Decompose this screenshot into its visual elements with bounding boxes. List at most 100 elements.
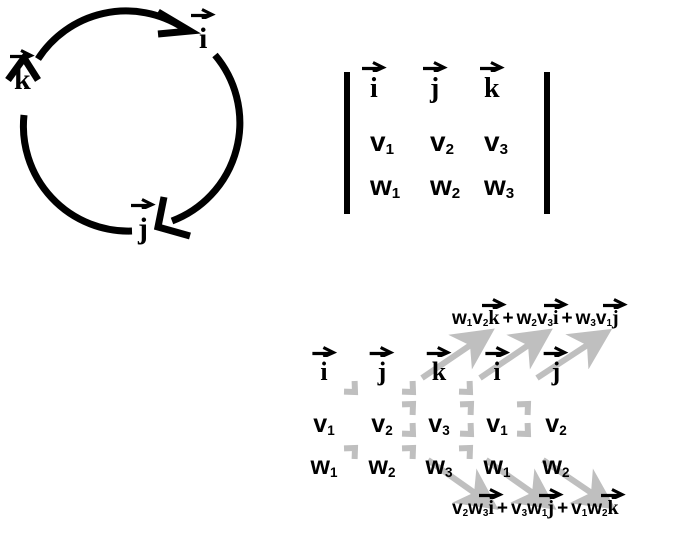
sarrus-cell-r1c4: i: [484, 346, 510, 387]
formula-bottom-term3-f1-subscript: 1: [581, 508, 588, 520]
arrow-hat-icon: [422, 61, 448, 72]
determinant-cell-r3c2: w2: [430, 170, 460, 202]
cycle-label-j: j: [131, 198, 156, 246]
determinant-cell-r2c3: v3: [484, 126, 508, 159]
determinant-cell-r3c3-subscript: 3: [505, 185, 515, 203]
formula-top-term1-f1-subscript: 1: [466, 318, 473, 330]
sarrus-cell-r3c2: w2: [369, 452, 396, 481]
determinant-cell-r3c2: w2: [430, 170, 461, 203]
sarrus-cell-r3c2-subscript: 2: [387, 464, 396, 480]
up-diagonal-chevron-0-b: [401, 400, 417, 416]
up-diagonal-chevron-2-a: [458, 444, 474, 460]
sarrus-cell-r3c1: w1: [310, 452, 338, 480]
formula-top-term1-f3-letter: k: [488, 307, 500, 329]
determinant-cell-r2c2: v2: [430, 126, 454, 158]
formula-bottom-term1-f1: v2: [452, 498, 469, 520]
formula-bottom-term2-f1: v3: [511, 498, 528, 520]
sarrus-cell-r1c5: j: [543, 346, 569, 387]
formula-bottom-term2-f3-letter: j: [547, 497, 555, 519]
sarrus-cell-r2c4-subscript: 1: [500, 422, 508, 438]
formula-bottom-term2-f2-subscript: 1: [541, 508, 548, 520]
formula-top-plus-2: +: [561, 308, 573, 329]
up-diagonal-arrow-2: [535, 328, 613, 381]
sarrus-cell-r1c3-letter: k: [431, 357, 447, 386]
sarrus-cell-r2c3: v3: [428, 410, 450, 438]
formula-top-term1-f2-subscript: 2: [482, 318, 489, 330]
formula-top-term2-f1-subscript: 2: [531, 318, 537, 330]
formula-top-term2-f3-letter: i: [552, 307, 559, 329]
formula-top-term3-f2: v1: [595, 308, 612, 330]
down-diagonal-chevron-1-a: [401, 380, 417, 396]
determinant-cell-r2c2-subscript: 2: [445, 141, 454, 159]
formula-top-term3-f1-subscript: 3: [590, 318, 596, 330]
arrow-hat-icon: [479, 61, 505, 72]
sarrus-cell-r1c2-letter: j: [377, 357, 387, 386]
vector-glyph-j: j: [422, 61, 448, 103]
determinant-cell-r2c3-subscript: 3: [499, 141, 508, 159]
sarrus-cell-r2c3-subscript: 3: [442, 422, 450, 438]
down-diagonal-chevron-0-a: [343, 380, 359, 396]
down-diagonal-chevron-2-b: [516, 422, 532, 438]
vector-glyph-j: j: [369, 346, 395, 386]
determinant-bar-right: [544, 72, 550, 214]
arc-i-to-j: [170, 52, 244, 225]
sarrus-cell-r3c5: w2: [542, 452, 570, 480]
determinant-cell-r1c3-letter: k: [484, 73, 500, 104]
down-diagonal-arrow-2: [541, 457, 616, 510]
formula-top-term3-f2-subscript: 1: [606, 318, 612, 330]
ijk-cycle-diagram: [5, 7, 244, 240]
determinant-cell-r2c2: v2: [430, 126, 454, 159]
determinant-cell-r2c1: v1: [370, 126, 394, 159]
sarrus-diagonal-arrows: [343, 328, 616, 510]
vector-glyph-k: k: [427, 346, 452, 386]
formula-bottom-term1-f2-subscript: 3: [482, 508, 489, 520]
formula-bottom-term3-f1: v1: [571, 498, 588, 520]
up-diagonal-chevron-0-a: [343, 444, 359, 460]
sarrus-cell-r1c3: k: [427, 346, 452, 387]
formula-bottom-term3-f3-letter: k: [607, 497, 619, 519]
formula-top-term1-f1: w1: [452, 308, 473, 330]
formula-bottom-term2-f2: w1: [527, 498, 548, 520]
sarrus-cell-r2c3: v3: [428, 410, 449, 439]
sarrus-cell-r3c5: w2: [543, 452, 570, 481]
determinant-cell-r2c1-subscript: 1: [385, 141, 394, 159]
sarrus-cell-r1c4-letter: i: [493, 357, 501, 386]
vector-glyph-i: i: [484, 346, 510, 386]
determinant-cell-r2c1: v1: [370, 126, 394, 158]
sarrus-cell-r2c5: v2: [545, 410, 566, 439]
vector-glyph-i: i: [191, 8, 216, 55]
vector-glyph-k: k: [601, 488, 626, 519]
arc-j-to-k: [19, 114, 133, 235]
sarrus-cell-r3c1: w1: [311, 452, 338, 481]
sarrus-cell-r1c5-letter: j: [551, 357, 561, 386]
sarrus-cell-r2c1-subscript: 1: [327, 422, 335, 438]
cycle-label-k: k: [10, 49, 36, 97]
up-diagonal-arrow-0: [420, 328, 495, 381]
vector-glyph-i: i: [361, 61, 387, 103]
sarrus-cell-r3c4: w1: [483, 452, 511, 480]
formula-top-term1-f2: v2: [472, 308, 489, 330]
formula-bottom-plus-2: +: [557, 498, 569, 519]
formula-top-term3-f1: w3: [575, 308, 596, 330]
cycle-label-i-letter: i: [199, 22, 208, 55]
determinant-cell-r3c3: w3: [484, 170, 515, 203]
formula-bottom-term1-f1-subscript: 2: [462, 508, 469, 520]
up-diagonal-chevron-1-b: [459, 400, 475, 416]
sarrus-cell-r2c1: v1: [313, 410, 334, 439]
determinant-cell-r3c1-subscript: 1: [391, 185, 401, 203]
determinant-bar-left: [344, 72, 350, 214]
sarrus-cell-r3c2: w2: [368, 452, 396, 480]
formula-bottom-term3-f2: w2: [587, 498, 608, 520]
vector-glyph-k: k: [479, 61, 505, 104]
vector-glyph-i: i: [479, 488, 504, 519]
vector-glyph-i: i: [311, 346, 337, 385]
formula-bottom-term1-f3-letter: i: [488, 497, 494, 519]
formula-top-plus-1: +: [502, 308, 514, 329]
